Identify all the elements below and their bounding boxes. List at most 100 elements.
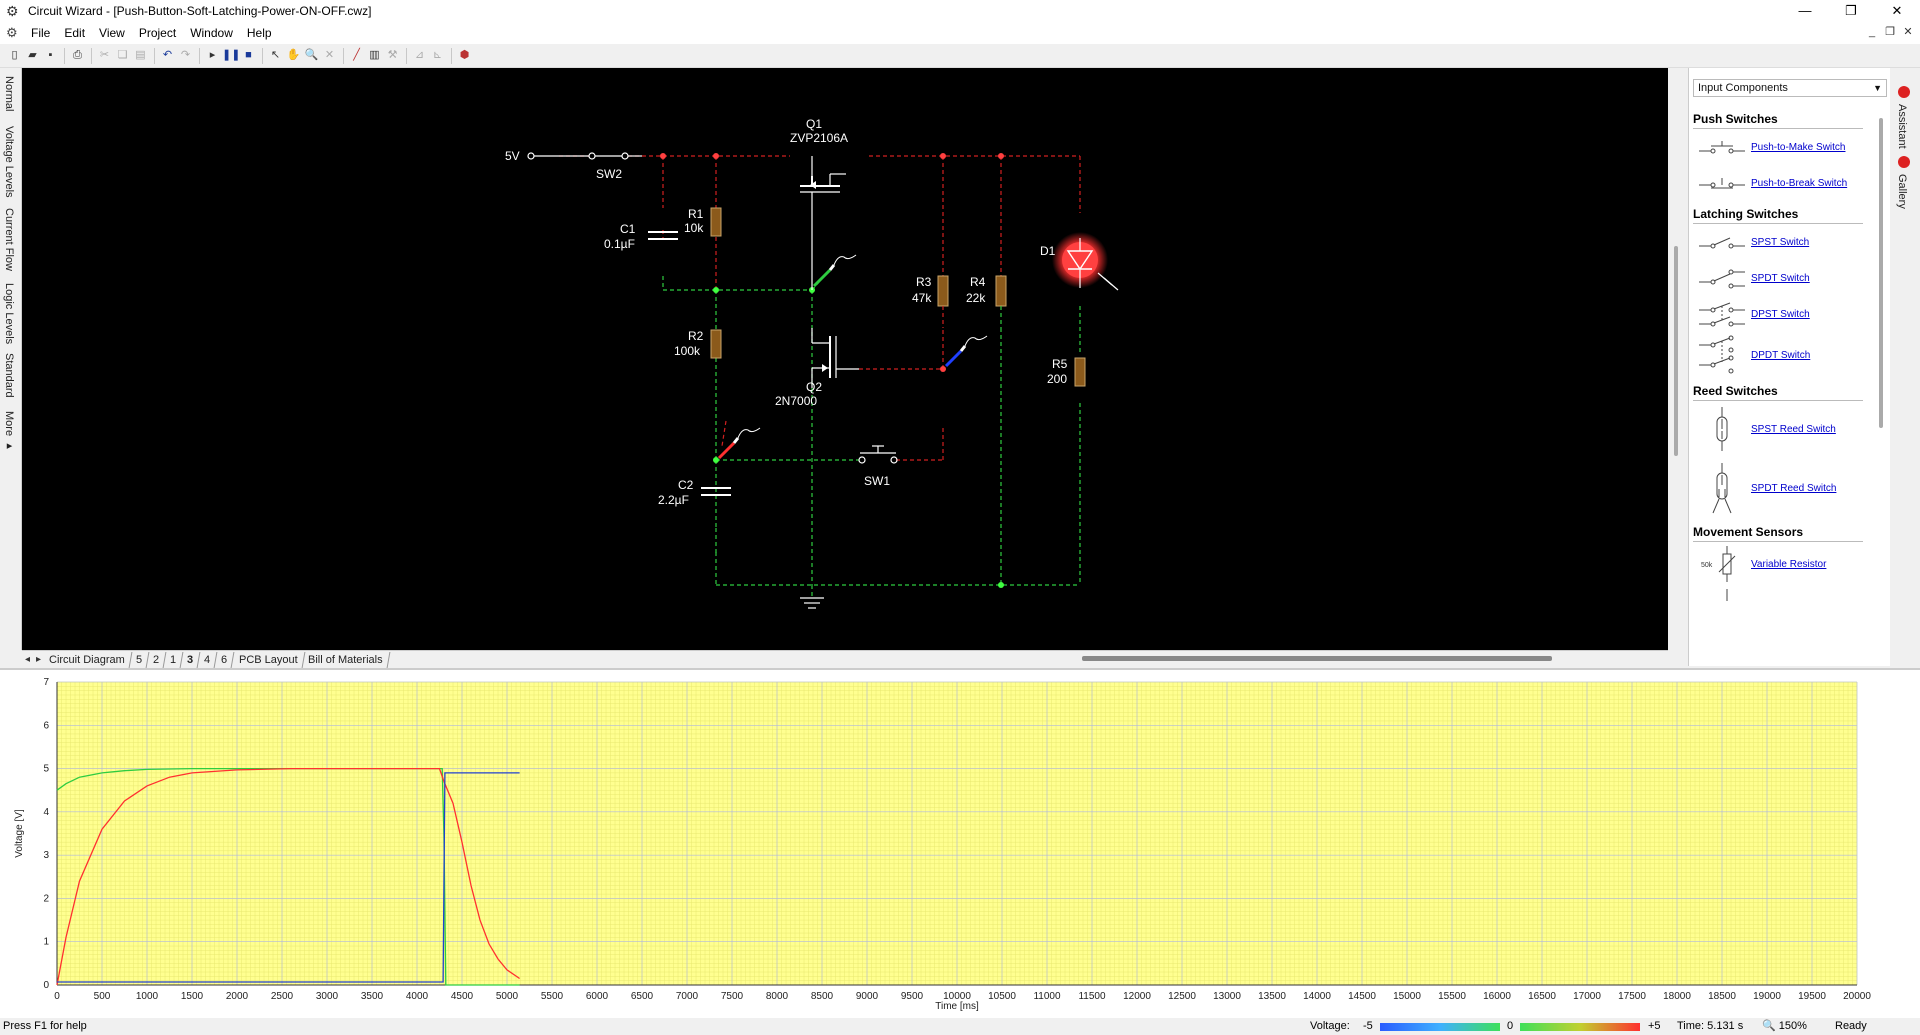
zoom-level[interactable]: 🔍 150% xyxy=(1762,1018,1807,1035)
resistor-r2[interactable]: R2 100k xyxy=(674,329,721,358)
list-item[interactable]: SPDT Reed Switch xyxy=(1693,457,1873,519)
transistor-q2[interactable]: Q2 2N7000 xyxy=(775,328,859,408)
tab-more[interactable]: More ▸ xyxy=(3,411,16,452)
list-item[interactable] xyxy=(1693,586,1873,622)
redo-icon[interactable]: ↷ xyxy=(177,47,194,64)
q2-part: 2N7000 xyxy=(775,394,817,408)
resistor-r4[interactable]: R4 22k xyxy=(966,275,1006,328)
minimize-button[interactable]: — xyxy=(1782,0,1828,22)
canvas-vertical-scrollbar[interactable] xyxy=(1674,246,1678,456)
spst-switch-link[interactable]: SPST Switch xyxy=(1751,237,1809,248)
doc-restore-button[interactable]: ❐ xyxy=(1882,24,1898,40)
tab-scroll-left[interactable]: ◂ xyxy=(22,654,33,665)
tab-standard[interactable]: Standard xyxy=(3,353,15,398)
supply-terminal[interactable]: 5V xyxy=(505,149,559,163)
pause-icon[interactable]: ❚❚ xyxy=(222,47,239,64)
push-to-make-switch-link[interactable]: Push-to-Make Switch xyxy=(1751,142,1845,153)
list-item[interactable]: Push-to-Break Switch xyxy=(1693,165,1873,201)
paste-icon[interactable]: ▤ xyxy=(132,47,149,64)
resistor-r5[interactable]: R5 200 xyxy=(1047,357,1085,386)
category-dropdown[interactable]: Input Components▼ xyxy=(1693,79,1887,97)
capacitor-c2[interactable]: C2 2.2µF xyxy=(658,478,731,553)
graph-icon[interactable]: ▥ xyxy=(366,47,383,64)
probe-green[interactable] xyxy=(814,255,856,286)
transistor-q1[interactable]: Q1 ZVP2106A xyxy=(790,117,848,290)
undo-icon[interactable]: ↶ xyxy=(159,47,176,64)
x-tick-label: 8500 xyxy=(811,991,834,1002)
open-icon[interactable]: ▰ xyxy=(24,47,41,64)
list-item[interactable]: 50k Variable Resistor xyxy=(1693,542,1873,586)
r4-value: 22k xyxy=(966,291,986,305)
resistor-r3[interactable]: R3 47k xyxy=(912,275,948,328)
pointer-icon[interactable]: ↖ xyxy=(267,47,284,64)
probe-red[interactable] xyxy=(719,428,760,458)
circuit-diagram[interactable]: 5V SW2 C1 0.1µF R1 10k R2 100k C2 2.2µF xyxy=(22,68,1668,650)
push-to-break-switch-link[interactable]: Push-to-Break Switch xyxy=(1751,178,1847,189)
zoom-icon[interactable]: 🔍 xyxy=(303,47,320,64)
tools-icon[interactable]: ⚒ xyxy=(384,47,401,64)
list-item[interactable]: SPDT Switch xyxy=(1693,260,1873,296)
led-d1[interactable]: D1 xyxy=(1040,232,1118,290)
list-item[interactable]: DPST Switch xyxy=(1693,296,1873,332)
circuit-canvas[interactable]: 5V SW2 C1 0.1µF R1 10k R2 100k C2 2.2µF xyxy=(22,68,1668,650)
c1-value: 0.1µF xyxy=(604,237,635,251)
tab-voltage-levels[interactable]: Voltage Levels xyxy=(3,126,15,198)
tab-normal[interactable]: Normal xyxy=(3,76,15,111)
tab-assistant[interactable]: Assistant xyxy=(1896,104,1908,149)
cut-icon[interactable]: ✂ xyxy=(96,47,113,64)
list-item[interactable]: SPST Switch xyxy=(1693,224,1873,260)
probe-blue[interactable] xyxy=(946,336,987,366)
graph-panel: 0500100015002000250030003500400045005000… xyxy=(0,668,1920,1018)
doc-close-button[interactable]: ✕ xyxy=(1900,24,1916,40)
save-icon[interactable]: ▪ xyxy=(42,47,59,64)
spdt-switch-link[interactable]: SPDT Switch xyxy=(1751,273,1810,284)
tab-current-flow[interactable]: Current Flow xyxy=(3,208,15,271)
gallery-scrollbar[interactable] xyxy=(1879,118,1883,428)
canvas-horizontal-scrollbar[interactable] xyxy=(1082,656,1552,661)
close-button[interactable]: ✕ xyxy=(1874,0,1920,22)
tab-pcb-layout[interactable]: PCB Layout xyxy=(232,652,305,668)
document-icon[interactable]: ⚙ xyxy=(6,25,24,41)
spdt-reed-switch-link[interactable]: SPDT Reed Switch xyxy=(1751,483,1836,494)
rotate-icon[interactable]: ⊾ xyxy=(429,47,446,64)
switch-sw1[interactable]: SW1 xyxy=(859,446,897,488)
voltage-chart[interactable]: 0500100015002000250030003500400045005000… xyxy=(0,670,1920,1018)
hand-icon[interactable]: ✋ xyxy=(285,47,302,64)
delete-icon[interactable]: ✕ xyxy=(321,47,338,64)
scale-mid: 0 xyxy=(1507,1018,1513,1035)
copy-icon[interactable]: ❏ xyxy=(114,47,131,64)
title-bar: ⚙ Circuit Wizard - [Push-Button-Soft-Lat… xyxy=(0,0,1920,22)
zoom-icon: 🔍 xyxy=(1762,1020,1779,1032)
menu-project[interactable]: Project xyxy=(132,22,183,44)
capacitor-c1[interactable]: C1 0.1µF xyxy=(604,222,678,251)
list-item[interactable]: Push-to-Make Switch xyxy=(1693,129,1873,165)
tab-logic-levels[interactable]: Logic Levels xyxy=(3,283,15,344)
play-icon[interactable]: ▸ xyxy=(204,47,221,64)
stop-icon[interactable]: ■ xyxy=(240,47,257,64)
dpdt-switch-link[interactable]: DPDT Switch xyxy=(1751,350,1810,361)
tab-gallery[interactable]: Gallery xyxy=(1896,174,1908,209)
maximize-button[interactable]: ❐ xyxy=(1828,0,1874,22)
doc-minimize-button[interactable]: _ xyxy=(1864,24,1880,40)
menu-window[interactable]: Window xyxy=(183,22,240,44)
spst-reed-switch-link[interactable]: SPST Reed Switch xyxy=(1751,424,1836,435)
list-item[interactable]: SPST Reed Switch xyxy=(1693,401,1873,457)
flip-icon[interactable]: ⊿ xyxy=(411,47,428,64)
tab-circuit-diagram[interactable]: Circuit Diagram xyxy=(43,652,133,668)
menu-file[interactable]: File xyxy=(24,22,57,44)
variable-resistor-link[interactable]: Variable Resistor xyxy=(1751,559,1826,570)
menu-help[interactable]: Help xyxy=(240,22,279,44)
push-to-break-switch-icon xyxy=(1693,168,1751,198)
list-item[interactable]: DPDT Switch xyxy=(1693,332,1873,378)
print-icon[interactable]: ⎙ xyxy=(69,47,86,64)
resistor-r1[interactable]: R1 10k xyxy=(684,207,721,236)
switch-sw2[interactable]: SW2 xyxy=(559,153,642,181)
menu-view[interactable]: View xyxy=(92,22,132,44)
probe-icon[interactable]: ╱ xyxy=(348,47,365,64)
dpst-switch-link[interactable]: DPST Switch xyxy=(1751,309,1810,320)
new-icon[interactable]: ▯ xyxy=(6,47,23,64)
x-tick-label: 4500 xyxy=(451,991,474,1002)
component-icon[interactable]: ⬢ xyxy=(456,47,473,64)
tab-bill-of-materials[interactable]: Bill of Materials xyxy=(302,652,390,668)
menu-edit[interactable]: Edit xyxy=(57,22,92,44)
